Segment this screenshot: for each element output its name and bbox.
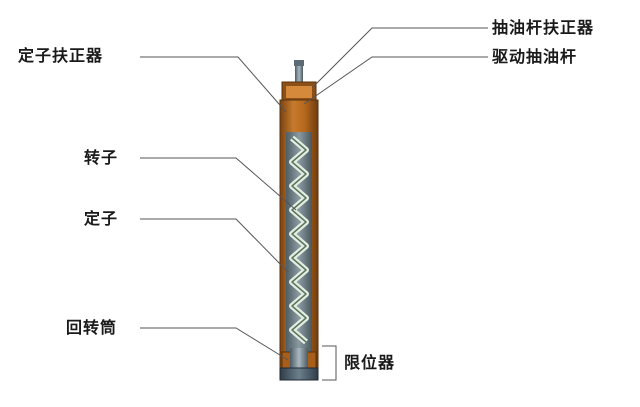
label-rotor: 转子 (84, 148, 119, 167)
leader-lines (140, 27, 488, 381)
leader-rotor (140, 157, 297, 211)
limiter-body (290, 348, 308, 372)
rod-centralizer-body (286, 86, 312, 98)
label-stator: 定子 (84, 209, 119, 228)
label-drive-rod: 驱动抽油杆 (492, 47, 578, 66)
leader-stator-centralizer (140, 56, 287, 113)
rotor-helix (289, 135, 309, 345)
label-rotary-tube: 回转筒 (66, 318, 118, 337)
drive-rod-tip (294, 60, 304, 66)
leader-rotary-tube (140, 327, 289, 361)
leader-rod-centralizer (311, 27, 488, 89)
label-stator-centralizer: 定子扶正器 (18, 46, 104, 65)
bottom-collar (279, 367, 319, 381)
limiter-bracket (322, 345, 337, 381)
label-limiter: 限位器 (344, 353, 396, 372)
leader-stator (140, 218, 289, 273)
leader-drive-rod (303, 56, 488, 105)
label-rod-centralizer: 抽油杆扶正器 (492, 18, 595, 37)
